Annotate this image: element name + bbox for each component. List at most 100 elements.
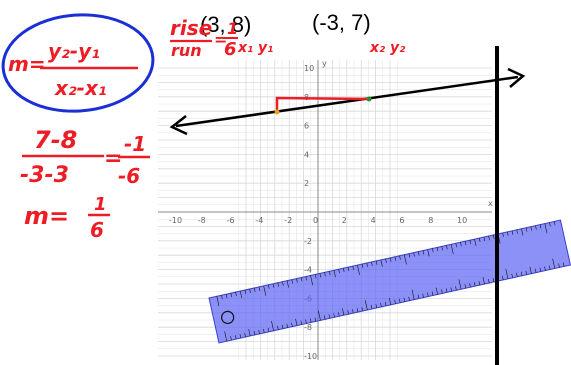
point-label-1: (3, 8)	[200, 12, 251, 37]
ruler-tick	[563, 262, 565, 267]
ruler-tick	[464, 284, 467, 289]
ruler-tick	[507, 231, 509, 236]
ruler-tick	[342, 308, 345, 316]
ruler-tick	[544, 223, 548, 234]
formula-denominator: x₂-x₁	[54, 76, 107, 100]
ruler-tick	[422, 250, 425, 255]
ruler-tick	[324, 272, 326, 277]
x-tick-label: -10	[169, 216, 182, 225]
ruler-tick	[458, 279, 462, 290]
ruler-tick	[511, 273, 513, 278]
ruler-tick	[488, 279, 490, 284]
ruler-tick	[333, 313, 335, 318]
x-tick-label: 6	[399, 216, 404, 225]
point-right	[366, 96, 372, 102]
ruler-tick	[388, 297, 392, 305]
ruler-tick	[268, 284, 270, 289]
ruler-tick	[469, 240, 472, 245]
ruler-tick	[436, 247, 439, 252]
ruler-tick	[548, 265, 551, 270]
ruler-tick	[552, 258, 556, 269]
ruler[interactable]	[208, 219, 571, 344]
y-tick-label: -2	[304, 237, 312, 246]
ruler-tick	[417, 294, 420, 299]
ruler-tick	[324, 315, 326, 320]
ruler-tick	[455, 286, 457, 291]
run-text: run	[171, 41, 202, 60]
ruler-tick	[553, 221, 556, 226]
ruler-tick	[286, 323, 288, 328]
x-tick-label: -4	[255, 216, 263, 225]
y-tick-label: 2	[304, 179, 309, 188]
ruler-tick	[544, 266, 546, 271]
ruler-tick	[488, 235, 490, 240]
ruler-tick	[253, 330, 256, 336]
ruler-tick	[441, 246, 443, 251]
ruler-tick	[558, 263, 560, 268]
ruler-tick	[516, 229, 518, 234]
ruler-tick	[394, 256, 397, 261]
ruler-tick	[455, 243, 457, 248]
slope-formula: m= y₂-y₁ x₂-x₁	[1, 13, 155, 113]
ruler-tick	[520, 271, 523, 276]
ruler-tick	[422, 293, 424, 298]
ruler-tick	[492, 277, 495, 283]
result-m: m=	[24, 202, 69, 230]
y-tick-label: 4	[304, 150, 309, 159]
ruler-tick	[244, 289, 247, 295]
ruler-tick	[385, 258, 387, 263]
ruler-tick	[272, 283, 275, 288]
ruler-tick	[296, 278, 298, 283]
ruler-tick	[352, 266, 354, 271]
formula-m: m=	[8, 52, 46, 76]
ruler-tick	[239, 291, 243, 298]
ruler-tick	[483, 236, 486, 242]
ruler-tick	[318, 310, 321, 321]
ruler-tick	[258, 286, 261, 291]
ruler-tick	[539, 267, 542, 272]
ruler-tick	[364, 300, 368, 311]
ruler-tick	[435, 287, 438, 295]
ruler-tick	[347, 310, 349, 315]
ruler-tick	[305, 276, 308, 281]
ruler-tick	[286, 280, 289, 288]
ruler-tick	[277, 282, 279, 287]
ruler-tick	[398, 298, 401, 303]
calc-denominator: -3-3	[20, 163, 69, 188]
ruler-tick	[529, 266, 532, 274]
point-label-2: (-3, 7)	[312, 10, 371, 35]
x-tick-label: -8	[198, 216, 206, 225]
ruler-tick	[521, 228, 524, 236]
ruler-tick	[474, 239, 477, 247]
ruler-tick	[394, 299, 396, 304]
ruler-tick	[314, 317, 317, 322]
ruler-tick	[399, 255, 401, 260]
ruler-tick	[389, 257, 392, 262]
ruler-tick	[319, 273, 322, 278]
ruler-tick	[221, 295, 223, 300]
ruler-tick	[384, 301, 387, 306]
ruler-tick	[431, 291, 434, 296]
line-through-points	[169, 67, 526, 136]
ruler-tick	[418, 251, 420, 256]
ruler-tick	[525, 270, 527, 275]
ruler-tick	[427, 292, 429, 297]
ruler-tick	[482, 277, 485, 285]
y-tick-label: -4	[304, 266, 312, 275]
ruler-tick	[230, 293, 233, 298]
ruler-tick	[411, 289, 415, 300]
ruler-tick	[281, 324, 284, 329]
ruler-tick	[534, 268, 537, 273]
ruler-tick	[248, 329, 251, 337]
result-numerator: 1	[94, 194, 107, 215]
label-x2-y2: x₂ y₂	[369, 40, 406, 56]
ruler-tick	[234, 335, 237, 340]
calc-result-numerator: -1	[124, 132, 146, 156]
x-tick-label: 2	[342, 216, 347, 225]
ruler-tick	[403, 297, 406, 302]
ruler-hole-icon	[221, 310, 235, 325]
ruler-tick	[502, 275, 504, 280]
calc-numerator: 7-8	[34, 126, 77, 154]
ruler-tick	[309, 318, 312, 323]
